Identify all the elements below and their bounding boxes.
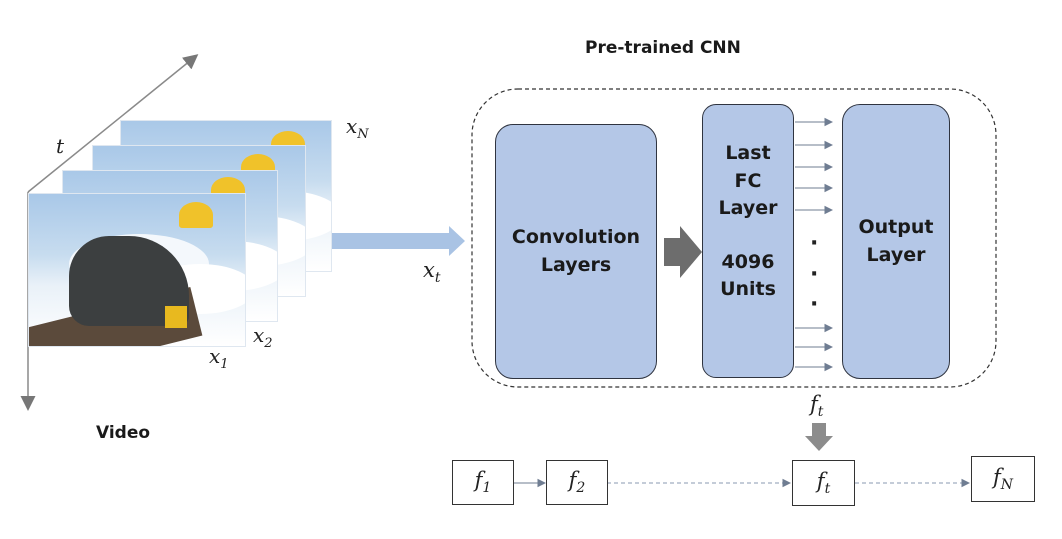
conv-to-fc-arrow bbox=[664, 226, 702, 278]
frame-label-x2: x2 bbox=[253, 323, 273, 351]
fc-label-line1: Last bbox=[725, 142, 771, 165]
feature-label-ft: ft bbox=[810, 392, 824, 421]
conv-label-line2: Layers bbox=[540, 253, 612, 276]
fc-label-line5: Units bbox=[720, 278, 776, 301]
fc-label-line3: Layer bbox=[718, 197, 778, 220]
time-axis-label: t bbox=[56, 134, 65, 158]
output-label-line1: Output bbox=[858, 215, 934, 238]
frame-label-xN: xN bbox=[346, 114, 369, 142]
fc-output-connectors bbox=[795, 117, 834, 372]
feature-box-fN: fN bbox=[971, 456, 1035, 502]
cnn-container bbox=[471, 88, 997, 388]
output-layer-block: Output Layer bbox=[842, 104, 950, 379]
last-fc-layer-block: Last FC Layer 4096 Units bbox=[702, 104, 794, 378]
output-label-line2: Layer bbox=[866, 243, 926, 266]
fc-label-line2: FC bbox=[734, 169, 762, 192]
frame-label-x1: x1 bbox=[209, 344, 229, 372]
fc-label-line4: 4096 bbox=[721, 250, 775, 273]
feature-down-arrow bbox=[805, 423, 833, 451]
video-label: Video bbox=[96, 423, 151, 443]
ellipsis-dot-1: · bbox=[810, 231, 819, 256]
convolution-layers-block: Convolution Layers bbox=[495, 124, 657, 379]
conv-label-line1: Convolution bbox=[511, 225, 641, 248]
cnn-title: Pre-trained CNN bbox=[585, 38, 741, 58]
time-axis bbox=[27, 54, 199, 193]
input-label-xt: xt bbox=[423, 258, 441, 287]
feature-box-f1: f1 bbox=[452, 460, 514, 505]
feature-box-f2: f2 bbox=[546, 460, 608, 505]
ellipsis-dot-2: · bbox=[810, 262, 819, 287]
ellipsis-dot-3: · bbox=[810, 292, 819, 317]
feature-box-ft: ft bbox=[792, 460, 855, 506]
video-frame-1 bbox=[28, 193, 246, 347]
